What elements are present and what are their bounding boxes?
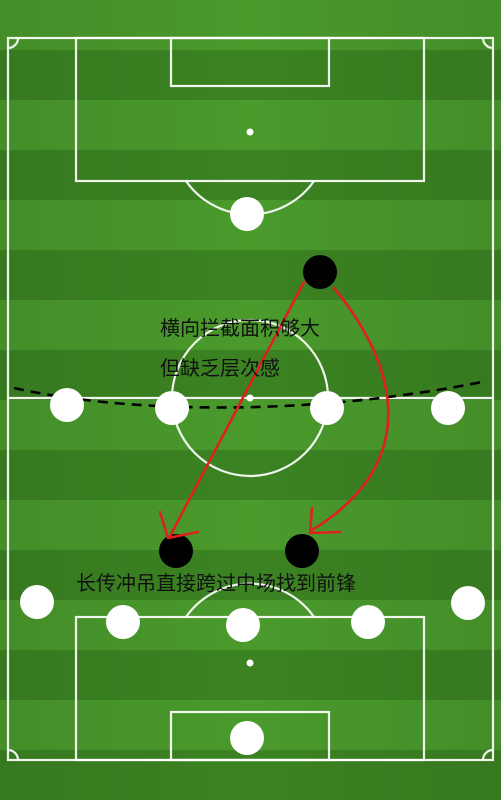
caption-horizontal-block: 横向拦截面积够大 — [160, 316, 320, 340]
bottom-goal-area — [169, 710, 331, 762]
white-player-forward — [230, 197, 264, 231]
top-penalty-spot — [246, 128, 254, 136]
white-player-mid-1 — [50, 388, 84, 422]
pass-arrows — [158, 280, 390, 540]
white-player-mid-4 — [431, 391, 465, 425]
white-player-def-3 — [226, 608, 260, 642]
caption-no-layers: 但缺乏层次感 — [160, 356, 280, 380]
top-goal-area — [169, 36, 331, 88]
white-player-def-5 — [451, 586, 485, 620]
corner-arc-top-left — [7, 37, 20, 50]
white-player-def-2 — [106, 605, 140, 639]
corner-arc-bottom-right — [481, 748, 494, 761]
black-team-players — [159, 255, 337, 568]
pass-arrow-straight — [168, 280, 306, 538]
corner-arc-bottom-left — [7, 748, 20, 761]
white-team-players — [20, 197, 485, 755]
black-player-striker-2 — [285, 534, 319, 568]
white-player-mid-2 — [155, 391, 189, 425]
white-player-mid-3 — [310, 391, 344, 425]
corner-arc-top-right — [481, 37, 494, 50]
white-player-def-1 — [20, 585, 54, 619]
caption-long-ball: 长传冲吊直接跨过中场找到前锋 — [76, 571, 356, 595]
white-player-def-4 — [351, 605, 385, 639]
pass-arrow-curved — [310, 286, 390, 532]
black-player-passer — [303, 255, 337, 289]
defensive-line-dashed — [13, 380, 483, 409]
pass-arrow-straight-head — [158, 510, 200, 540]
center-spot — [246, 394, 254, 402]
white-player-goalkeeper — [230, 721, 264, 755]
bottom-penalty-spot — [246, 659, 254, 667]
black-player-striker-1 — [159, 534, 193, 568]
pass-arrow-curved-head — [308, 506, 342, 535]
bottom-penalty-arc — [185, 582, 315, 618]
